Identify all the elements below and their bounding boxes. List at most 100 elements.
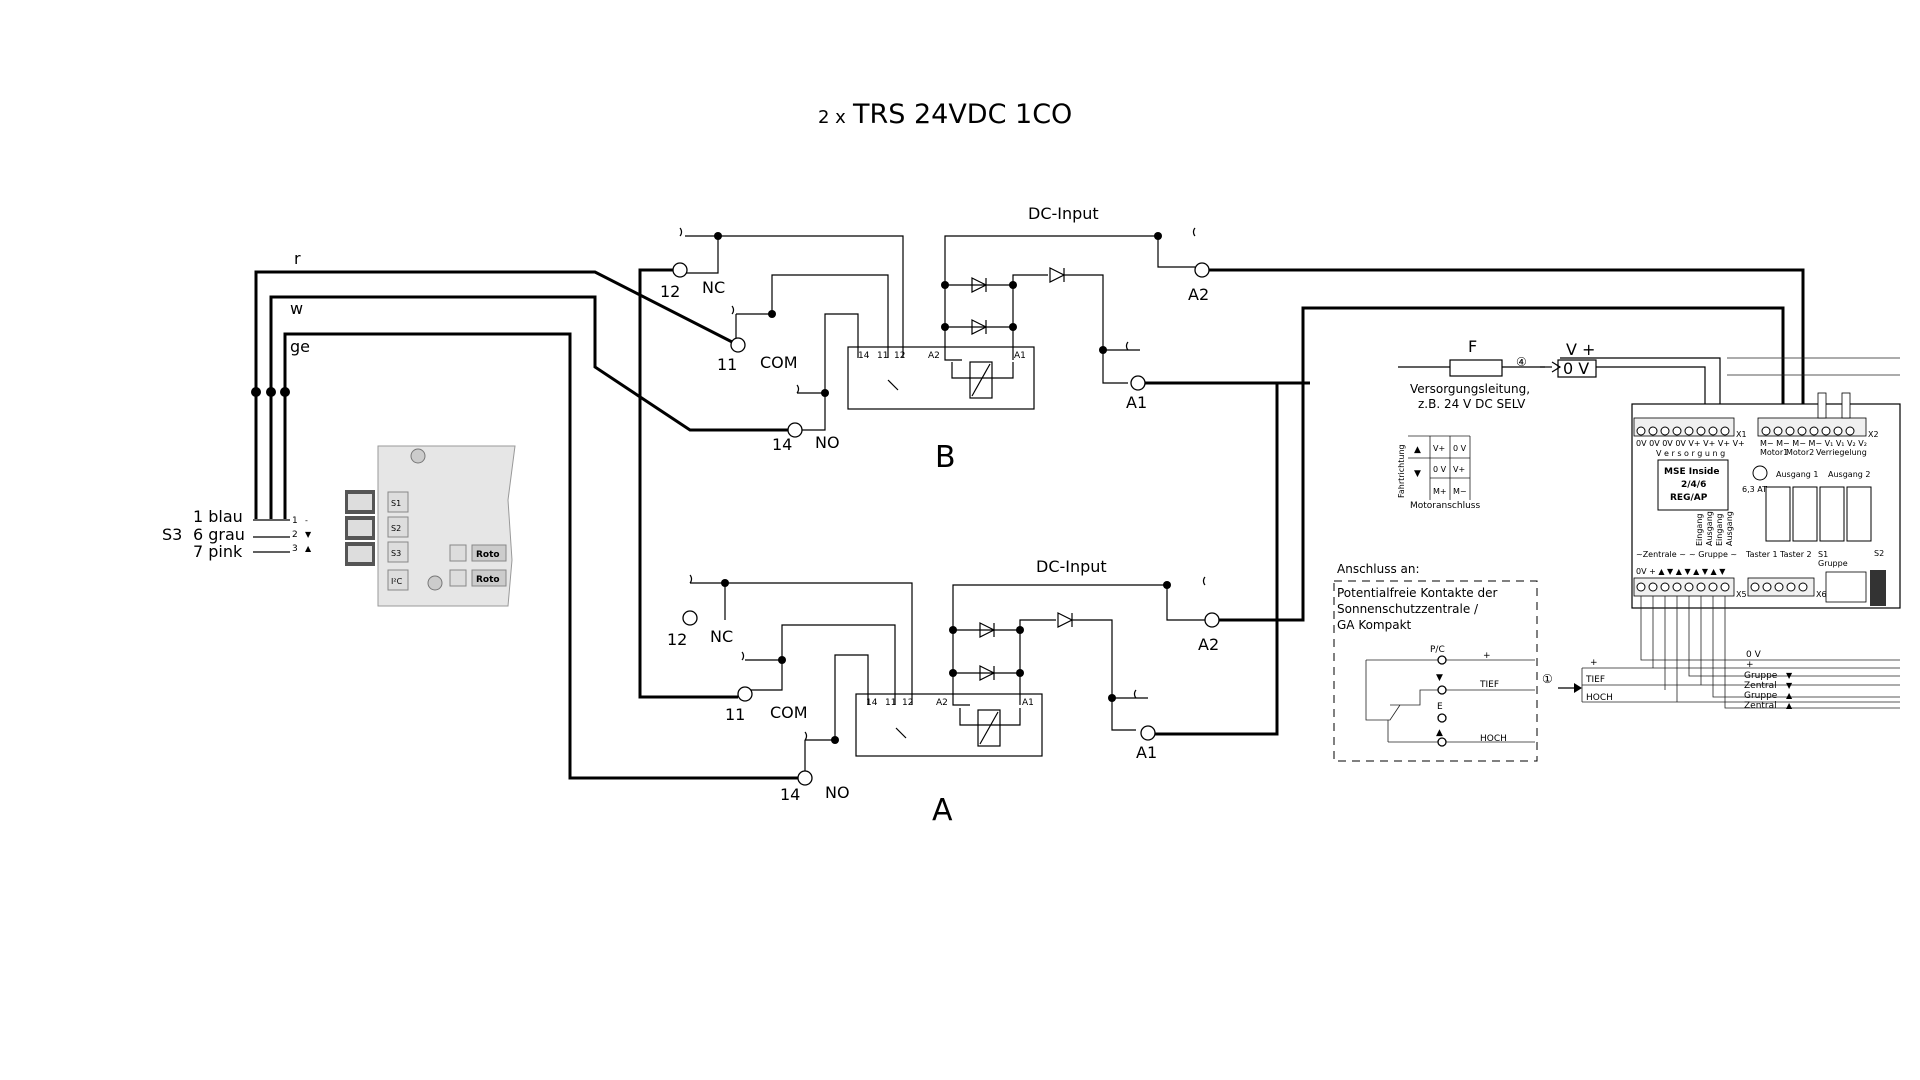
bus-line-2: Zentral [1744, 681, 1777, 691]
contact-tief: TIEF [1479, 680, 1499, 690]
contact-out-plus: + [1590, 658, 1598, 668]
wire-label-ge: ge [290, 337, 310, 356]
contact-pc: P/C [1430, 645, 1445, 655]
bus-sym-3: ▲ [1786, 691, 1793, 700]
supply-section: F ④ V + 0 V Versorgungsleitung, z.B. 24 … [1398, 337, 1900, 430]
relay-a-no: NO [825, 783, 850, 802]
wire-label-w: w [290, 299, 303, 318]
relay-a-nc: NC [710, 627, 733, 646]
x6-terminals: X6 [1747, 570, 1886, 606]
relay-b-nc: NC [702, 278, 725, 297]
relay-b-a1: A1 [1126, 393, 1147, 412]
slot-s3: S3 [391, 549, 401, 558]
s3-pin-3: 3 [292, 544, 298, 554]
contact-line-1: Potentialfreie Kontakte der [1337, 586, 1498, 600]
s3-slot-labels: S1 S2 S3 I²C [387, 491, 409, 591]
s3-line-grau: 6 grau [193, 525, 245, 544]
s3-sym-3: ▲ [305, 544, 312, 553]
bus-line-1: Gruppe [1744, 671, 1778, 681]
module-taster1: Taster 1 [1745, 550, 1778, 559]
relay-b-no-num: 14 [772, 435, 792, 454]
module-ausgang2: Ausgang 2 [1828, 470, 1870, 479]
module-gruppe: ~ Gruppe ~ [1689, 550, 1737, 559]
relay-a: 14 11 12 A2 A1 12 NC 11 COM 14 NO A2 A1 … [667, 557, 1220, 828]
motor-table: Fahrtrichtung ▲ ▼ V+ 0 V 0 V V+ M+ M− Mo… [1397, 435, 1480, 511]
relay-b-nc-num: 12 [660, 282, 680, 301]
s3-sym-1: - [305, 516, 308, 525]
s3-prefix: S3 [162, 525, 182, 544]
s3-sym-2: ▼ [305, 530, 312, 539]
relay-b-inner-12: 12 [894, 351, 905, 361]
x5-labels: 0V + ▲ ▼ ▲ ▼ ▲ ▼ ▲ ▼ [1636, 567, 1726, 576]
contact-line-2: Sonnenschutzzentrale / [1337, 602, 1479, 616]
title-prefix: 2 x [818, 107, 846, 128]
module-taster2: Taster 2 [1779, 550, 1812, 559]
supply-0v: 0 V [1563, 359, 1589, 378]
contact-e: E [1437, 702, 1443, 712]
motor-label: Motoranschluss [1410, 501, 1480, 511]
bus-plus: + [1746, 660, 1754, 670]
relay-a-inner-14: 14 [866, 698, 878, 708]
module-motor1: Motor1 [1760, 448, 1788, 457]
relay-a-dc-input: DC-Input [1036, 557, 1107, 576]
wire-w [269, 295, 795, 519]
brand-roto-2: Roto [476, 575, 500, 585]
brand-roto-1: Roto [476, 550, 500, 560]
s3-line-blau: 1 blau [193, 507, 243, 526]
relay-b-inner-a2: A2 [928, 351, 940, 361]
contact-plus: + [1483, 651, 1491, 661]
bus-line-3: Gruppe [1744, 691, 1778, 701]
module-versorgung: V e r s o r g u n g [1656, 449, 1725, 458]
relay-b-inner-a1: A1 [1014, 351, 1026, 361]
module-name-3: REG/AP [1670, 493, 1708, 503]
module-verriegelung: Verriegelung [1816, 448, 1867, 457]
relay-a-name: A [932, 793, 953, 828]
relay-a-nc-num: 12 [667, 630, 687, 649]
contact-box: Anschluss an: Potentialfreie Kontakte de… [1333, 562, 1900, 762]
x1-terminals: 0V 0V 0V 0V V+ V+ V+ V+ X1 V e r s o r g… [1633, 417, 1747, 458]
eingang-2: Ausgang [1705, 511, 1714, 546]
motor-cell-5: M+ [1433, 487, 1447, 496]
slot-s2: S2 [391, 524, 401, 533]
eingang-4: Ausgang [1725, 511, 1734, 546]
x2-labels: M− M− M− M− V₁ V₁ V₂ V₂ [1760, 439, 1867, 448]
title-main: TRS 24VDC 1CO [852, 99, 1072, 130]
x2-terminals: M− M− M− M− V₁ V₁ V₂ V₂ X2 Motor1 Motor2… [1757, 392, 1879, 457]
switch-s3: S3 1 blau 6 grau 7 pink 1 2 3 - ▼ ▲ S [162, 445, 516, 607]
relay-a-a1: A1 [1136, 743, 1157, 762]
relay-a-com-num: 11 [725, 705, 745, 724]
relay-a-inner-12: 12 [902, 698, 913, 708]
diagram-title: 2 x TRS 24VDC 1CO [818, 99, 1072, 130]
relay-b-name: B [935, 440, 956, 475]
relay-b-inner-11: 11 [877, 351, 888, 361]
contact-down-icon: ▼ [1436, 673, 1443, 683]
motor-cell-3: 0 V [1433, 465, 1447, 474]
bus-sym-4: ▲ [1786, 701, 1793, 710]
contact-out-tief: TIEF [1585, 675, 1605, 685]
supply-desc-2: z.B. 24 V DC SELV [1418, 397, 1526, 411]
x5-terminals: 0V + ▲ ▼ ▲ ▼ ▲ ▼ ▲ ▼ X5 [1633, 567, 1747, 599]
relay-a-a2: A2 [1198, 635, 1219, 654]
relay-a-no-num: 14 [780, 785, 800, 804]
relay-b-inner-14: 14 [858, 351, 870, 361]
supply-vplus: V + [1566, 340, 1595, 359]
fuse-label: F [1468, 337, 1477, 356]
motor-cell-4: V+ [1453, 465, 1465, 474]
wire-bundle: r w ge [251, 249, 805, 780]
relay-b-a2: A2 [1188, 285, 1209, 304]
relay-b-no: NO [815, 433, 840, 452]
x5-id: X5 [1736, 590, 1747, 599]
contact-up-icon: ▲ [1436, 728, 1443, 738]
module-fuse: 6,3 AT [1742, 485, 1767, 494]
bus-0v: 0 V [1746, 650, 1762, 660]
module-s2: S2 [1874, 549, 1884, 558]
relay-b: 14 11 12 A2 A1 12 NC 11 COM 14 NO A2 A1 … [660, 204, 1210, 475]
s3-pin-2: 2 [292, 530, 298, 540]
module-gruppe-s1: Gruppe [1818, 559, 1848, 568]
s3-line-pink: 7 pink [193, 542, 243, 561]
motor-cell-6: M− [1453, 487, 1467, 496]
relay-a-inner-11: 11 [885, 698, 896, 708]
contact-marker-1: ① [1542, 672, 1553, 686]
mse-module: 0V 0V 0V 0V V+ V+ V+ V+ X1 V e r s o r g… [1631, 392, 1901, 609]
